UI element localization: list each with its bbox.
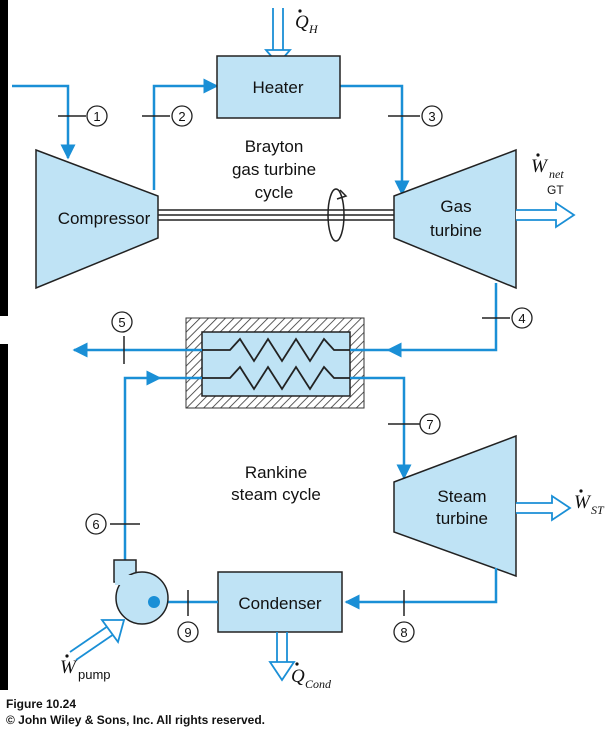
state-3-label: 3: [428, 109, 435, 124]
gas-turbine: [393, 148, 517, 290]
svg-text:W: W: [574, 492, 592, 513]
flow-line-2: [152, 78, 219, 190]
shaft: [158, 209, 394, 221]
state-4-label: 4: [518, 311, 525, 326]
heat-out-label: Q Cond: [291, 662, 332, 691]
left-edge-bar: [0, 0, 8, 316]
gas-turbine-label-line2: turbine: [430, 221, 482, 240]
svg-text:H: H: [308, 22, 319, 36]
state-1-label: 1: [93, 109, 100, 124]
steam-turbine-label-line1: Steam: [437, 487, 486, 506]
flow-line-3: [340, 84, 410, 196]
state-7-label: 7: [426, 417, 433, 432]
net-work-arrow: [516, 201, 576, 229]
steam-work-arrow: [516, 494, 572, 522]
rankine-label-line2: steam cycle: [231, 485, 321, 504]
compressor-label: Compressor: [58, 209, 151, 228]
steam-turbine-label-line2: turbine: [436, 509, 488, 528]
svg-text:W: W: [531, 156, 549, 177]
compressor: [35, 148, 159, 290]
svg-text:Cond: Cond: [305, 677, 332, 691]
heat-in-label: Q H: [295, 9, 319, 36]
svg-text:Q: Q: [295, 12, 309, 33]
brayton-label-line1: Brayton: [245, 137, 304, 156]
heat-exchanger-coils: [202, 337, 350, 391]
brayton-label-line2: gas turbine: [232, 160, 316, 179]
pump-work-label: W pump: [60, 654, 111, 682]
condenser-label: Condenser: [238, 594, 322, 613]
svg-text:pump: pump: [78, 667, 111, 682]
svg-text:GT: GT: [547, 183, 564, 197]
flow-line-4: [386, 283, 498, 358]
heater-box: [216, 55, 341, 119]
gas-turbine-label-line1: Gas: [440, 197, 471, 216]
svg-text:W: W: [60, 657, 78, 678]
state-circles: [85, 105, 533, 643]
steam-work-label: W ST: [574, 489, 605, 517]
state-9-label: 9: [184, 625, 191, 640]
state-ticks: [58, 115, 510, 616]
heat-exchanger-box: [201, 331, 351, 397]
rankine-label-line1: Rankine: [245, 463, 307, 482]
state-labels: 1 2 3 4 5 6 7 8 9: [92, 109, 525, 640]
figure-caption-number: Figure 10.24: [6, 697, 77, 711]
svg-text:net: net: [549, 167, 564, 181]
heat-out-arrow: [268, 632, 296, 682]
state-5-label: 5: [118, 315, 125, 330]
pump: [113, 559, 169, 625]
left-edge-bar: [0, 344, 8, 690]
flow-line-8: [344, 568, 498, 610]
net-work-label: W net GT: [531, 153, 564, 197]
flow-line-6: [123, 370, 162, 568]
state-2-label: 2: [178, 109, 185, 124]
state-6-label: 6: [92, 517, 99, 532]
state-8-label: 8: [400, 625, 407, 640]
flow-line-1: [12, 84, 76, 160]
figure-caption-copyright: © John Wiley & Sons, Inc. All rights res…: [6, 713, 266, 727]
condenser-box: [217, 571, 343, 633]
flow-line-7: [350, 376, 412, 480]
brayton-label-line3: cycle: [255, 183, 294, 202]
pump-work-arrow: [69, 619, 126, 661]
steam-turbine: [393, 434, 517, 578]
svg-text:Q: Q: [291, 666, 305, 687]
rotation-arrow-icon: [327, 188, 348, 242]
heater-label: Heater: [252, 78, 303, 97]
svg-text:ST: ST: [591, 503, 605, 517]
